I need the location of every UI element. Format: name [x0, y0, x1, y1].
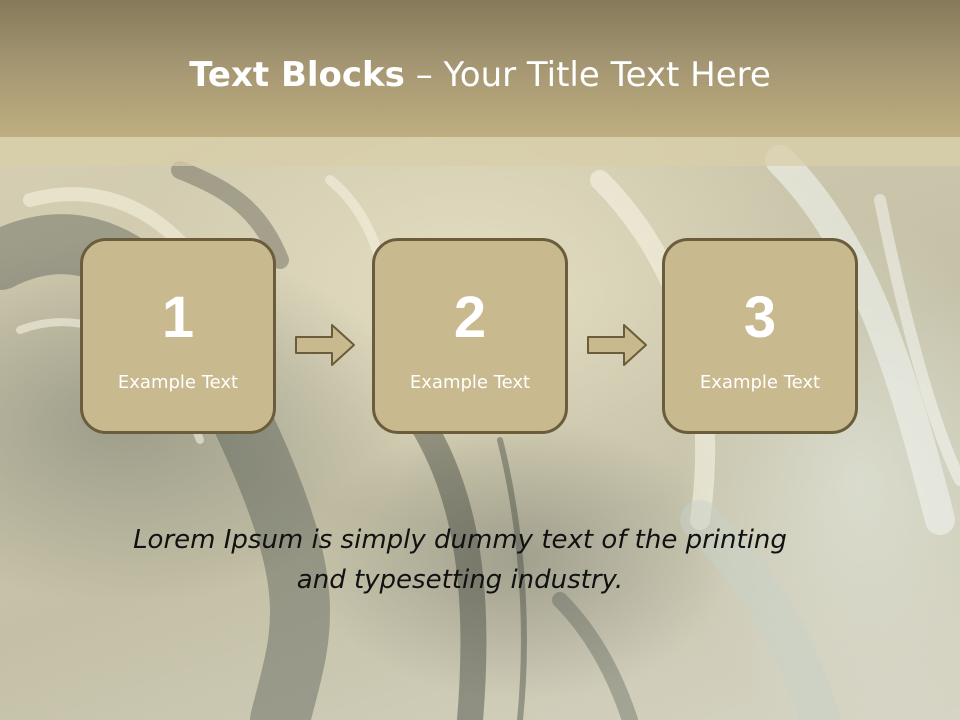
- slide-title-rest: Your Title Text Here: [443, 55, 771, 95]
- block-label: Example Text: [117, 372, 239, 393]
- slide-title-separator: –: [404, 55, 444, 95]
- slide-title-bold: Text Blocks: [189, 55, 405, 95]
- text-block-1[interactable]: 1 Example Text: [80, 238, 276, 434]
- text-block-2[interactable]: 2 Example Text: [372, 238, 568, 434]
- title-bar: [0, 0, 960, 137]
- arrow-right-icon: [587, 324, 647, 366]
- block-number: 3: [743, 285, 777, 350]
- arrow-right-icon: [295, 324, 355, 366]
- body-text-line-1: Lorem Ipsum is simply dummy text of the …: [133, 525, 787, 555]
- text-block-3[interactable]: 3 Example Text: [662, 238, 858, 434]
- block-number: 2: [453, 285, 487, 350]
- block-number: 1: [161, 285, 195, 350]
- body-text[interactable]: Lorem Ipsum is simply dummy text of the …: [60, 520, 860, 600]
- slide-title[interactable]: Text Blocks – Your Title Text Here: [0, 52, 960, 98]
- block-label: Example Text: [409, 372, 531, 393]
- title-bar-strip: [0, 137, 960, 166]
- block-label: Example Text: [699, 372, 821, 393]
- body-text-line-2: and typesetting industry.: [296, 565, 624, 595]
